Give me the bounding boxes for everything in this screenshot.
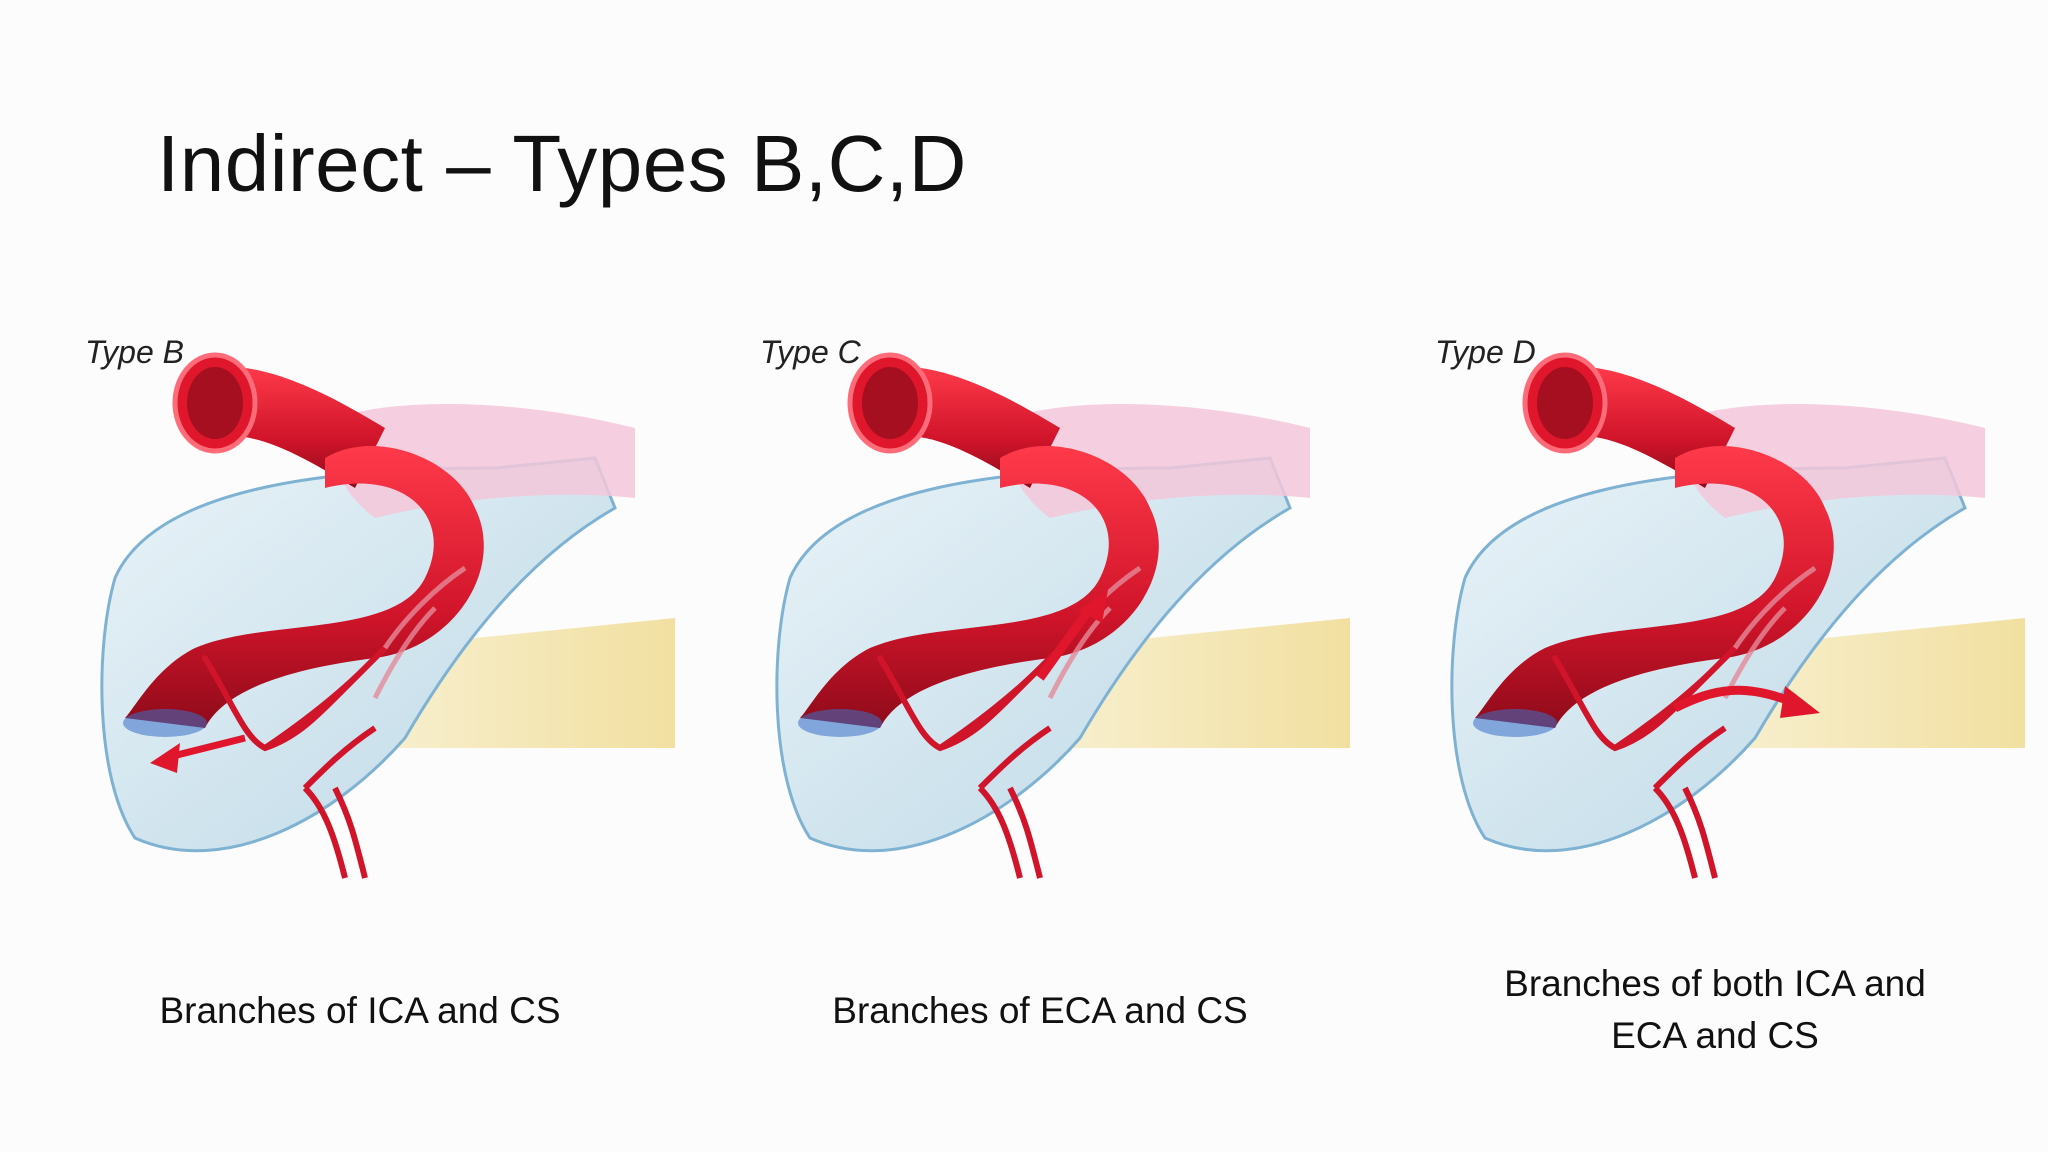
artery-siphon [125, 446, 484, 728]
eca-branches [1722, 565, 1817, 700]
external-vessels [977, 725, 1052, 879]
flow-arrow-head [1780, 686, 1820, 718]
flow-arrow-shaft [1036, 605, 1094, 681]
type-label: Type D [1435, 334, 1536, 370]
flow-arrow-head [1078, 590, 1108, 623]
artery-lumen-inner [187, 367, 243, 439]
artery-siphon [800, 446, 1159, 728]
sinus-edge-shadow [798, 709, 882, 737]
cavernous-sinus-diagram-c [775, 352, 1350, 879]
cavernous-sinus-diagram-d [1450, 352, 2025, 879]
caption-type-b: Branches of ICA and CS [159, 990, 561, 1031]
external-vessels [302, 725, 377, 879]
artery-lumen-inner [1537, 367, 1593, 439]
eca-branches [372, 565, 467, 700]
icA-branches [202, 645, 388, 752]
sinus-edge-shadow [1473, 709, 1557, 737]
type-label: Type B [85, 334, 184, 370]
flow-arrow-shaft [1672, 685, 1797, 713]
caption-type-c: Branches of ECA and CS [832, 990, 1248, 1031]
sinus-edge-shadow [123, 709, 207, 737]
type-d-illustration: Type D [1425, 318, 2025, 918]
caption-type-d: Branches of both ICA and ECA and CS [1504, 963, 1926, 1056]
slide-title: Indirect – Types B,C,D [157, 119, 967, 208]
cavernous-sinus-diagram-b [100, 352, 675, 879]
artery-lumen-inner [862, 367, 918, 439]
flow-arrow-head [150, 743, 180, 773]
external-vessels [1652, 725, 1727, 879]
type-c-illustration: Type C [750, 318, 1350, 918]
ica-branches [1552, 645, 1738, 752]
type-label: Type C [760, 334, 861, 370]
artery-siphon [1475, 446, 1834, 728]
type-b-illustration: Type B [75, 318, 675, 918]
